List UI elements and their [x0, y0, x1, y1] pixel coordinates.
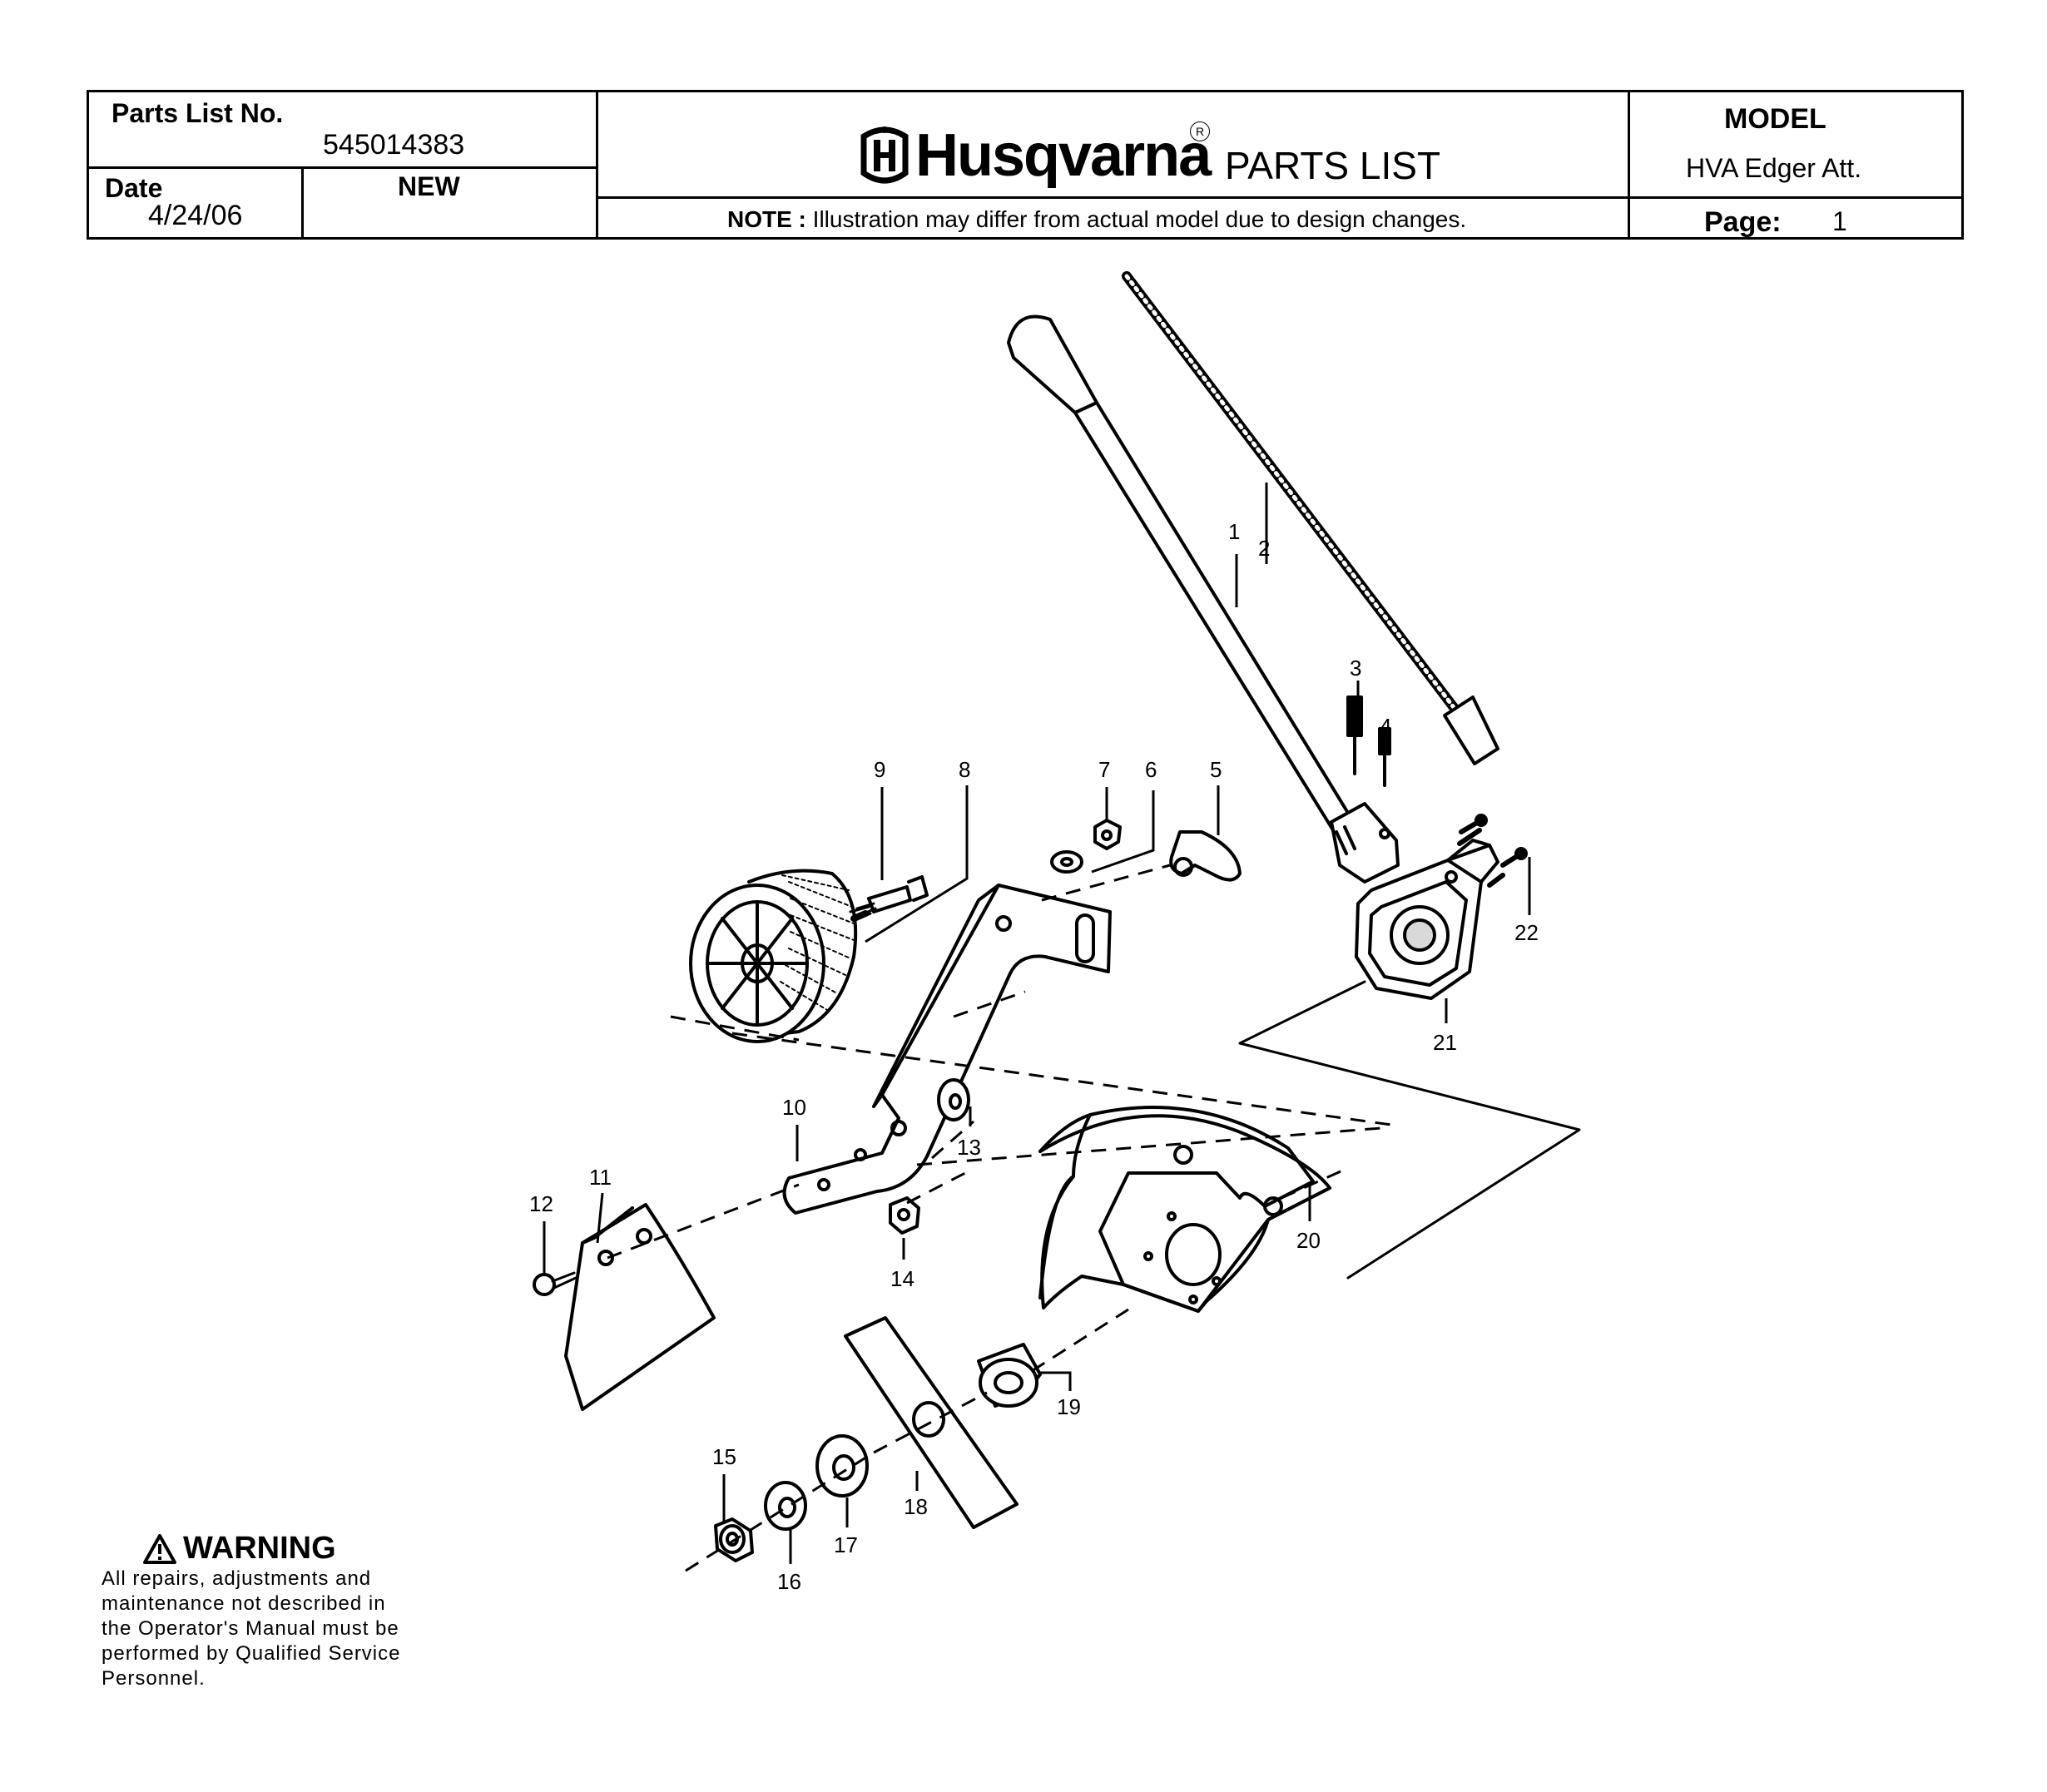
callout-14: 14	[890, 1266, 914, 1291]
note-text: NOTE : Illustration may differ from actu…	[727, 206, 1466, 233]
washer-13	[937, 1078, 970, 1121]
washer-16	[764, 1481, 807, 1531]
callout-5: 5	[1210, 757, 1222, 782]
callout-20: 20	[1296, 1228, 1321, 1253]
husqvarna-logo: Husqvarna	[857, 121, 1212, 190]
callout-2: 2	[1258, 536, 1270, 561]
drive-shaft	[1122, 271, 1499, 765]
guard-plate	[564, 1203, 716, 1411]
callout-6: 6	[1145, 757, 1157, 782]
divider	[1628, 90, 1630, 240]
page-value: 1	[1832, 206, 1847, 236]
warning-text: All repairs, adjustments and maintenance…	[102, 1567, 401, 1690]
gearbox	[1330, 802, 1499, 1000]
divider	[87, 166, 597, 169]
doc-title: PARTS LIST	[1225, 144, 1441, 187]
callout-15: 15	[712, 1444, 736, 1469]
registered-mark: R	[1190, 121, 1210, 141]
callout-13: 13	[957, 1135, 981, 1160]
callout-16: 16	[777, 1569, 801, 1594]
crown-h-icon	[860, 126, 909, 184]
callout-12: 12	[529, 1191, 553, 1216]
callout-11: 11	[589, 1165, 612, 1190]
callout-4: 4	[1380, 714, 1391, 739]
header-table	[87, 90, 1964, 240]
bolt-9	[849, 875, 929, 922]
callout-7: 7	[1098, 757, 1110, 782]
nut-14	[889, 1196, 920, 1235]
callout-3: 3	[1350, 656, 1361, 681]
note-body: Illustration may differ from actual mode…	[812, 206, 1467, 232]
brand-name: Husqvarna	[915, 122, 1212, 189]
date-value: 4/24/06	[148, 200, 243, 231]
screws-22	[1457, 814, 1528, 888]
warning-title: WARNING	[143, 1531, 451, 1567]
callout-17: 17	[834, 1532, 858, 1557]
callout-19: 19	[1057, 1394, 1081, 1419]
screw-3	[1346, 696, 1363, 775]
spacer-19	[977, 1343, 1042, 1408]
divider	[301, 168, 304, 240]
shaft-tube	[1007, 314, 1361, 845]
callout-22: 22	[1514, 920, 1539, 945]
callout-9: 9	[874, 757, 885, 782]
page-label: Page:	[1704, 206, 1782, 238]
model-value: HVA Edger Att.	[1686, 153, 1862, 183]
warning-block: WARNING All repairs, adjustments and mai…	[102, 1531, 451, 1691]
nut-7	[1093, 819, 1122, 850]
callout-10: 10	[782, 1095, 806, 1120]
callout-8: 8	[959, 757, 970, 782]
screw-12	[533, 1271, 577, 1296]
blade-guard	[1038, 1106, 1331, 1313]
warning-triangle-icon	[143, 1533, 176, 1564]
wheel	[689, 869, 858, 1043]
model-label: MODEL	[1724, 103, 1826, 135]
washer-6	[1050, 850, 1083, 874]
parts-list-number: 545014383	[323, 129, 465, 161]
divider	[596, 90, 598, 240]
bracket-arm	[782, 884, 1112, 1215]
divider	[596, 196, 1964, 199]
date-label: Date	[105, 173, 163, 203]
status-label: NEW	[398, 171, 460, 201]
callout-1: 1	[1228, 519, 1240, 544]
parts-list-label: Parts List No.	[112, 98, 284, 128]
note-label: NOTE :	[727, 206, 806, 232]
callout-21: 21	[1433, 1030, 1457, 1055]
washer-17	[815, 1434, 869, 1497]
knob	[1169, 830, 1242, 882]
callout-18: 18	[904, 1494, 928, 1519]
